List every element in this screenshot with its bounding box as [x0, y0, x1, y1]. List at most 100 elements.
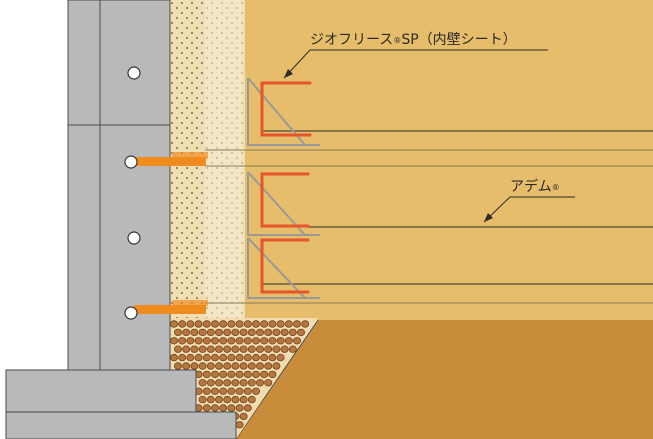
drain-pipe-icon — [134, 305, 206, 314]
gravel-stone — [194, 320, 203, 328]
gravel-stone — [288, 345, 297, 353]
gravel-stone — [272, 328, 281, 337]
gravel-stone — [227, 370, 236, 379]
gravel-stone — [214, 395, 223, 404]
gravel-stone — [202, 404, 211, 412]
gravel-stone — [202, 387, 211, 395]
gravel-stone — [296, 328, 305, 337]
gravel-stone — [243, 353, 252, 362]
gravel-stone — [169, 337, 178, 345]
gravel-stone — [247, 345, 256, 353]
adem-leader — [483, 196, 575, 223]
gravel-stone — [198, 328, 207, 337]
gravel-stone — [206, 328, 215, 337]
gravel-stone — [231, 362, 240, 370]
gravel-stone — [235, 337, 244, 345]
gravel-stone — [264, 345, 273, 353]
gravel-stone — [190, 328, 199, 337]
gravel-stone — [223, 345, 232, 353]
gravel-stone — [251, 387, 260, 395]
layer-lines — [205, 149, 653, 304]
gravel-stone — [268, 370, 277, 379]
gravel-stone — [202, 320, 211, 328]
reinforcement-strips — [262, 130, 653, 285]
gravel-stone — [210, 404, 219, 412]
gravel-stone — [255, 328, 264, 337]
gravel-stone — [251, 353, 260, 362]
gravel-stone — [227, 320, 236, 328]
gravel-stone — [264, 362, 273, 370]
gravel-stone — [182, 362, 191, 370]
gravel-stone — [223, 362, 232, 370]
gravel-stone — [173, 345, 182, 353]
ground-soil — [236, 320, 653, 439]
geofleece-leader — [283, 49, 548, 79]
gravel-stone — [182, 328, 191, 337]
weep-hole-icon — [127, 66, 141, 80]
gravel-stone — [219, 353, 228, 362]
gravel-stone — [202, 370, 211, 379]
drain-pipes — [124, 152, 208, 320]
gravel-stone — [214, 328, 223, 337]
gravel-stone — [288, 328, 297, 337]
gravel-stone — [198, 362, 207, 370]
gravel-stone — [272, 362, 281, 370]
gravel-stone — [231, 379, 240, 387]
gravel-stone — [214, 362, 223, 370]
gravel-stone — [235, 404, 244, 412]
gravel-stone — [227, 353, 236, 362]
gravel-stone — [223, 379, 232, 387]
gravel-stone — [243, 387, 252, 395]
gravel-stone — [169, 320, 178, 328]
label-geofleece: ジオフリース®SP（内壁シート） — [310, 32, 517, 48]
gravel-stone — [202, 337, 211, 345]
gravel-stone — [235, 353, 244, 362]
gravel-stone — [219, 370, 228, 379]
gravel-stone — [260, 370, 269, 379]
gravel-stone — [243, 337, 252, 345]
gravel-stone — [239, 395, 248, 404]
gravel-stone — [276, 337, 285, 345]
gravel-stone — [239, 362, 248, 370]
gravel-stone — [227, 337, 236, 345]
gravel-stone — [264, 328, 273, 337]
gravel-stone — [235, 320, 244, 328]
gravel-stone — [251, 320, 260, 328]
gravel-stone — [173, 328, 182, 337]
gravel-stone — [223, 395, 232, 404]
weep-holes — [127, 66, 141, 245]
gravel-stone — [284, 337, 293, 345]
gravel-stone — [206, 345, 215, 353]
gravel-stone — [268, 353, 277, 362]
gravel-stone — [260, 353, 269, 362]
gravel-stone — [178, 353, 187, 362]
gravel-stone — [280, 328, 289, 337]
gravel-stone — [276, 353, 285, 362]
gravel-stone — [280, 345, 289, 353]
gravel-stone — [243, 404, 252, 412]
gravel-stone — [243, 320, 252, 328]
gravel-stone — [194, 337, 203, 345]
gravel-stone — [198, 345, 207, 353]
gravel-stone — [231, 395, 240, 404]
gravel-stone — [214, 379, 223, 387]
gravel-stone — [219, 320, 228, 328]
gravel-stone — [186, 353, 195, 362]
gravel-stone — [227, 404, 236, 412]
gravel-stone — [292, 337, 301, 345]
gravel-stone — [247, 379, 256, 387]
gravel-stone — [268, 320, 277, 328]
label-adem: アデム® — [510, 178, 560, 195]
drain-pipe-icon — [134, 157, 206, 166]
gravel-stone — [210, 353, 219, 362]
weep-hole-icon — [127, 231, 141, 245]
gravel-stone — [214, 345, 223, 353]
gravel-stone — [182, 345, 191, 353]
gravel-stone — [206, 362, 215, 370]
gravel-stone — [260, 320, 269, 328]
foundation — [5, 369, 237, 439]
gravel-stone — [210, 320, 219, 328]
gravel-stone — [251, 370, 260, 379]
gravel-stone — [206, 395, 215, 404]
